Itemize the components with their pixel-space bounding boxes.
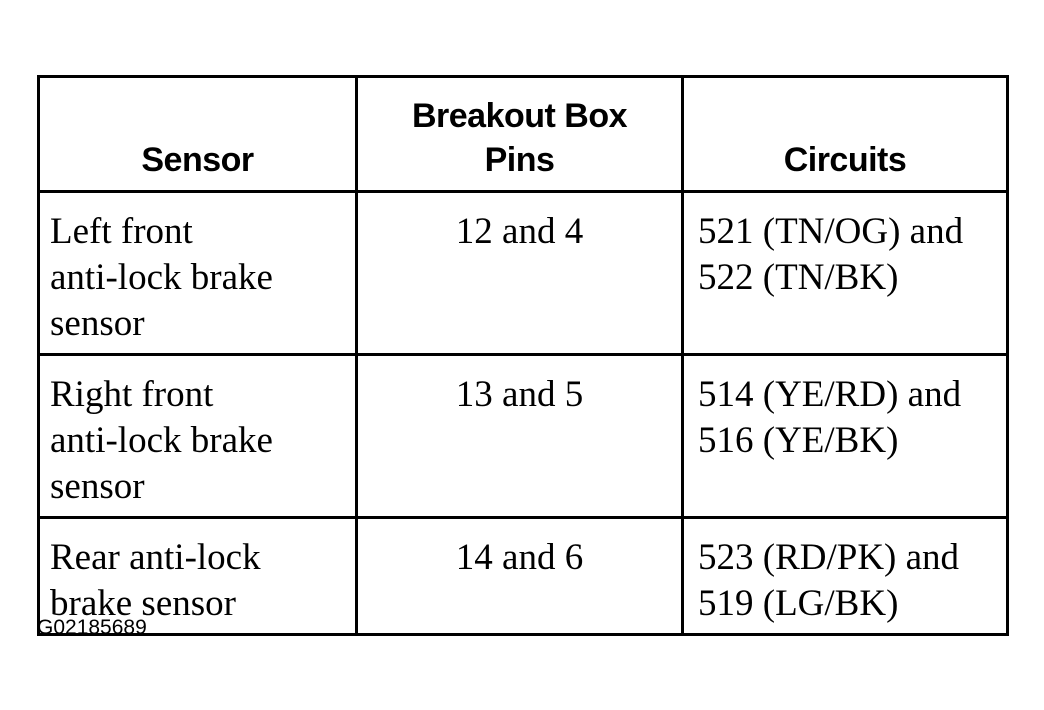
circuit-line: 516 (YE/BK) [698, 420, 899, 461]
circuit-line: 519 (LG/BK) [698, 583, 899, 624]
cell-pins: 12 and 4 [355, 190, 684, 356]
cell-circuits: 521 (TN/OG) and 522 (TN/BK) [681, 190, 1009, 356]
cell-sensor: Rear anti-lock brake sensor [37, 516, 358, 636]
cell-sensor: Right front anti-lock brake sensor [37, 353, 358, 519]
sensor-line: sensor [50, 303, 145, 344]
sensor-line: Rear anti-lock [50, 537, 261, 578]
sensor-circuit-table: Sensor Breakout Box Pins Circuits Left f… [37, 75, 1009, 636]
table-row: Rear anti-lock brake sensor 14 and 6 523… [37, 516, 1009, 636]
figure-id: G02185689 [37, 616, 147, 639]
sensor-line: sensor [50, 466, 145, 507]
cell-circuits: 523 (RD/PK) and 519 (LG/BK) [681, 516, 1009, 636]
sensor-line: anti-lock brake [50, 420, 273, 461]
sensor-line: anti-lock brake [50, 257, 273, 298]
header-pins-label-line-1: Breakout Box [411, 97, 628, 135]
circuit-line: 523 (RD/PK) and [698, 537, 960, 578]
sensor-circuit-table-figure: Sensor Breakout Box Pins Circuits Left f… [37, 75, 1009, 636]
header-sensor-label: Sensor [141, 141, 254, 179]
cell-circuits: 514 (YE/RD) and 516 (YE/BK) [681, 353, 1009, 519]
cell-pins: 13 and 5 [355, 353, 684, 519]
header-pins-label-line-2: Pins [484, 141, 555, 179]
header-circuits: Circuits [681, 75, 1009, 193]
pins-value: 12 and 4 [455, 211, 584, 252]
pins-value: 13 and 5 [455, 374, 584, 415]
pins-value: 14 and 6 [455, 537, 584, 578]
table-row: Left front anti-lock brake sensor 12 and… [37, 190, 1009, 356]
table-header-row: Sensor Breakout Box Pins Circuits [37, 75, 1009, 193]
cell-sensor: Left front anti-lock brake sensor [37, 190, 358, 356]
cell-pins: 14 and 6 [355, 516, 684, 636]
circuit-line: 514 (YE/RD) and [698, 374, 962, 415]
sensor-line: Right front [50, 374, 214, 415]
circuit-line: 521 (TN/OG) and [698, 211, 964, 252]
sensor-line: brake sensor [50, 583, 236, 624]
header-circuits-label: Circuits [783, 141, 907, 179]
header-breakout-box-pins: Breakout Box Pins [355, 75, 684, 193]
circuit-line: 522 (TN/BK) [698, 257, 899, 298]
sensor-line: Left front [50, 211, 193, 252]
table-row: Right front anti-lock brake sensor 13 an… [37, 353, 1009, 519]
header-sensor: Sensor [37, 75, 358, 193]
